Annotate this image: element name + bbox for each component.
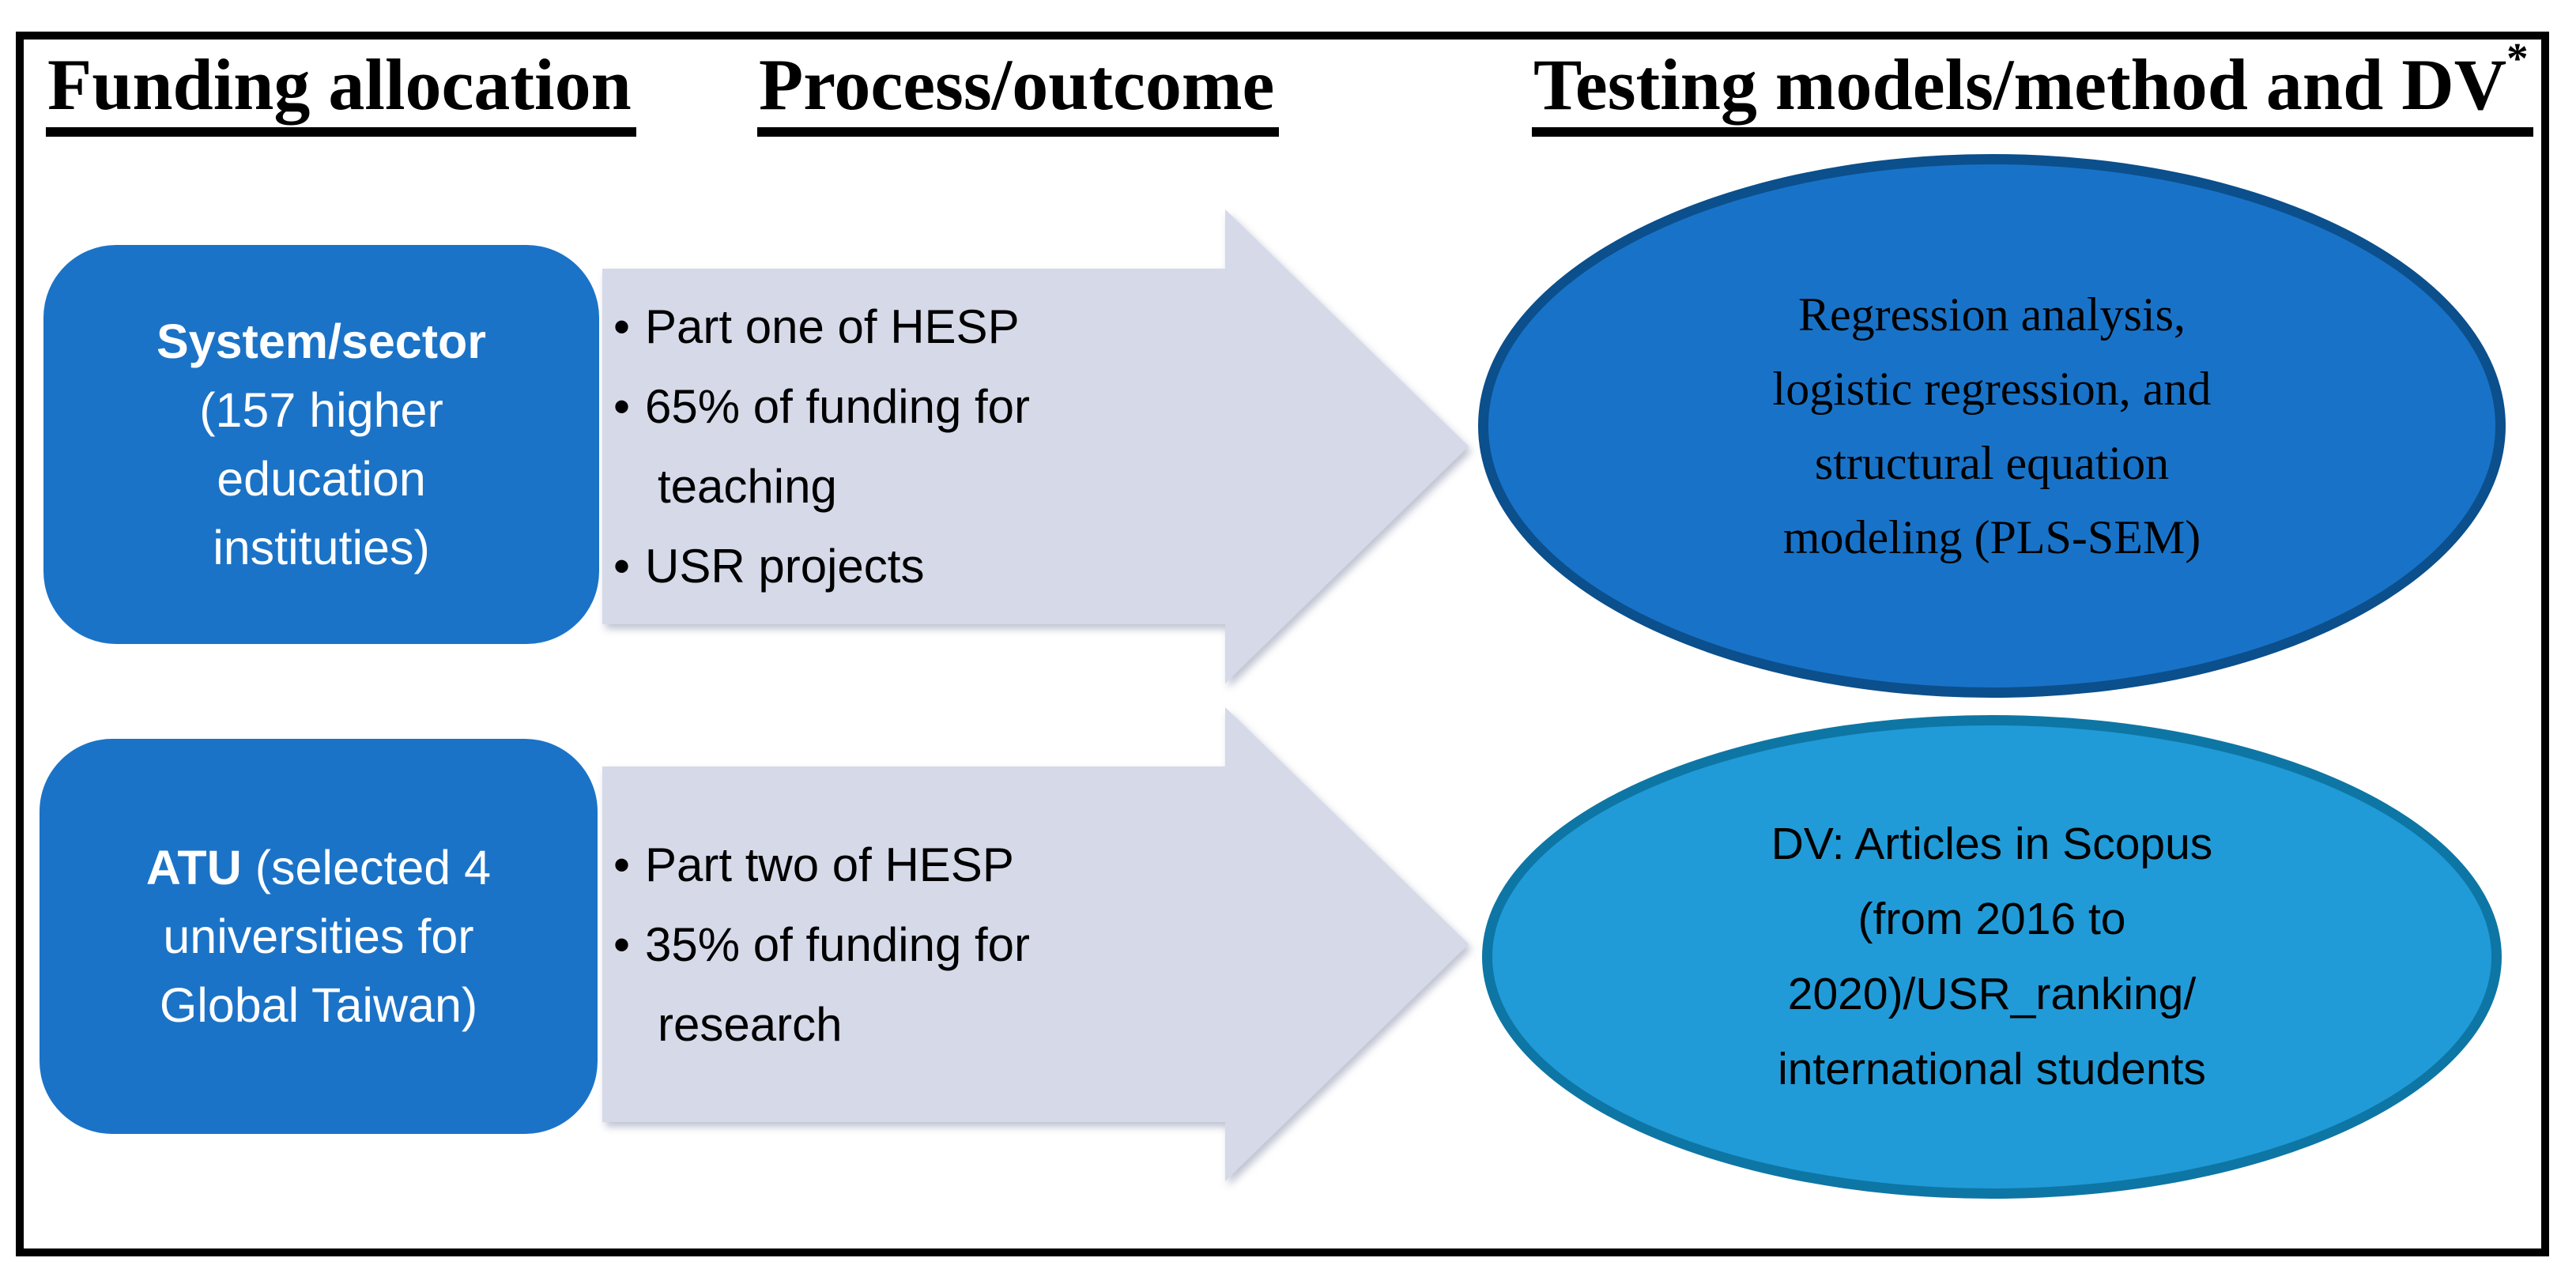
ellipse-text-line: Regression analysis, xyxy=(1798,288,2186,341)
funding-box-line: education xyxy=(217,451,426,506)
funding-box-line: universities for xyxy=(163,909,474,963)
column-header-testing-models: Testing models/method and DV* xyxy=(1532,36,2533,137)
ellipse-text-line: (from 2016 to xyxy=(1858,894,2126,944)
funding-box-title: System/sector xyxy=(156,314,487,368)
ellipse-text-line: international students xyxy=(1778,1044,2206,1094)
funding-box-system-sector: System/sector (157 higher education inst… xyxy=(43,245,599,644)
ellipse-text-line: structural equation xyxy=(1814,437,2170,489)
bullet-item: 65% of funding for xyxy=(613,367,1235,446)
bullet-item-continuation: teaching xyxy=(658,460,837,513)
funding-box-line: (157 higher xyxy=(199,382,443,437)
bullet-item: Part two of HESP xyxy=(613,825,1235,905)
figure-frame xyxy=(16,32,2549,1256)
column-header-process-outcome-text: Process/outcome xyxy=(759,44,1275,125)
ellipse-text-line: 2020)/USR_ranking/ xyxy=(1787,969,2197,1019)
column-header-testing-models-text: Testing models/method and DV xyxy=(1533,44,2507,125)
right-arrow-shape: Part two of HESP 35% of funding for rese… xyxy=(602,707,1469,1181)
testing-ellipse-regression: Regression analysis, logistic regression… xyxy=(1478,154,2506,698)
funding-box-title-rest: (selected 4 xyxy=(241,840,492,894)
bullet-item: Part one of HESP xyxy=(613,287,1235,367)
column-header-process-outcome: Process/outcome xyxy=(757,44,1280,137)
footnote-asterisk: * xyxy=(2506,34,2529,82)
bullet-item-continuation: research xyxy=(658,997,843,1051)
funding-box-line: System/sector xyxy=(157,307,486,376)
ellipse-text-line: logistic regression, and xyxy=(1772,363,2212,415)
bullet-item: USR projects xyxy=(613,526,1235,606)
funding-box-title: ATU xyxy=(145,840,242,894)
ellipse-text-line: modeling (PLS-SEM) xyxy=(1782,511,2201,563)
process-bullet-list-row1: Part one of HESP 65% of funding for teac… xyxy=(602,269,1235,624)
ellipse-text-line: DV: Articles in Scopus xyxy=(1771,819,2213,869)
funding-box-line: Global Taiwan) xyxy=(159,977,478,1032)
testing-ellipse-dv: DV: Articles in Scopus (from 2016 to 202… xyxy=(1482,715,2502,1199)
process-bullet-list-row2: Part two of HESP 35% of funding for rese… xyxy=(602,766,1235,1122)
column-header-funding-allocation: Funding allocation xyxy=(46,44,636,137)
funding-box-line: instituties) xyxy=(213,520,430,574)
funding-box-line: ATU (selected 4 xyxy=(146,834,491,902)
bullet-item: 35% of funding for xyxy=(613,905,1235,985)
process-arrow-row1: Part one of HESP 65% of funding for teac… xyxy=(602,209,1469,684)
right-arrow-shape: Part one of HESP 65% of funding for teac… xyxy=(602,209,1469,684)
column-header-funding-allocation-text: Funding allocation xyxy=(47,44,632,125)
process-arrow-row2: Part two of HESP 35% of funding for rese… xyxy=(602,707,1469,1181)
funding-box-atu: ATU (selected 4 universities for Global … xyxy=(40,739,598,1134)
